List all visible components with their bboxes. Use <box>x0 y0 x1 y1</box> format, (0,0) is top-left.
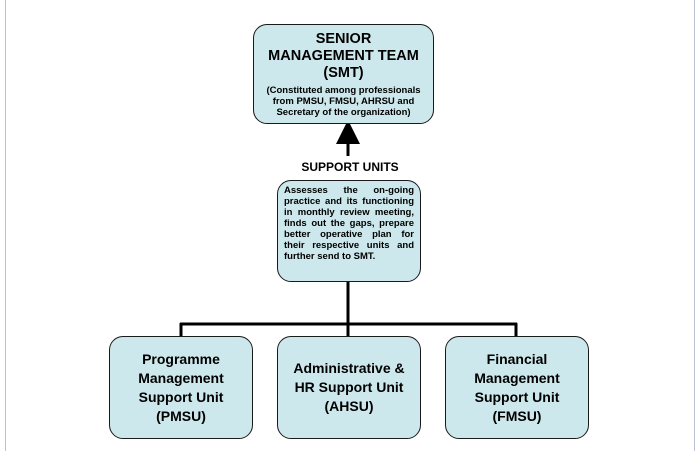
unit-label-fmsu: Financial Management Support Unit (FMSU) <box>474 350 560 424</box>
page-frame <box>5 0 695 451</box>
smt-subtitle: (Constituted among professionals from PM… <box>266 85 421 118</box>
smt-title-line1: SENIOR <box>315 31 372 47</box>
unit-box-fmsu: Financial Management Support Unit (FMSU) <box>445 336 589 439</box>
smt-title-line3: (SMT) <box>323 65 364 81</box>
support-units-box: Assesses the on-going practice and its f… <box>277 180 421 282</box>
unit-box-pmsu: Programme Management Support Unit (PMSU) <box>109 336 253 439</box>
support-units-description: Assesses the on-going practice and its f… <box>284 185 414 262</box>
support-units-label: SUPPORT UNITS <box>301 160 399 174</box>
unit-box-ahsu: Administrative & HR Support Unit (AHSU) <box>277 336 421 439</box>
unit-label-pmsu: Programme Management Support Unit (PMSU) <box>138 350 224 424</box>
smt-box: SENIOR MANAGEMENT TEAM (SMT) (Constitute… <box>253 24 434 124</box>
smt-title-line2: MANAGEMENT TEAM <box>268 48 419 64</box>
unit-label-ahsu: Administrative & HR Support Unit (AHSU) <box>293 360 405 414</box>
